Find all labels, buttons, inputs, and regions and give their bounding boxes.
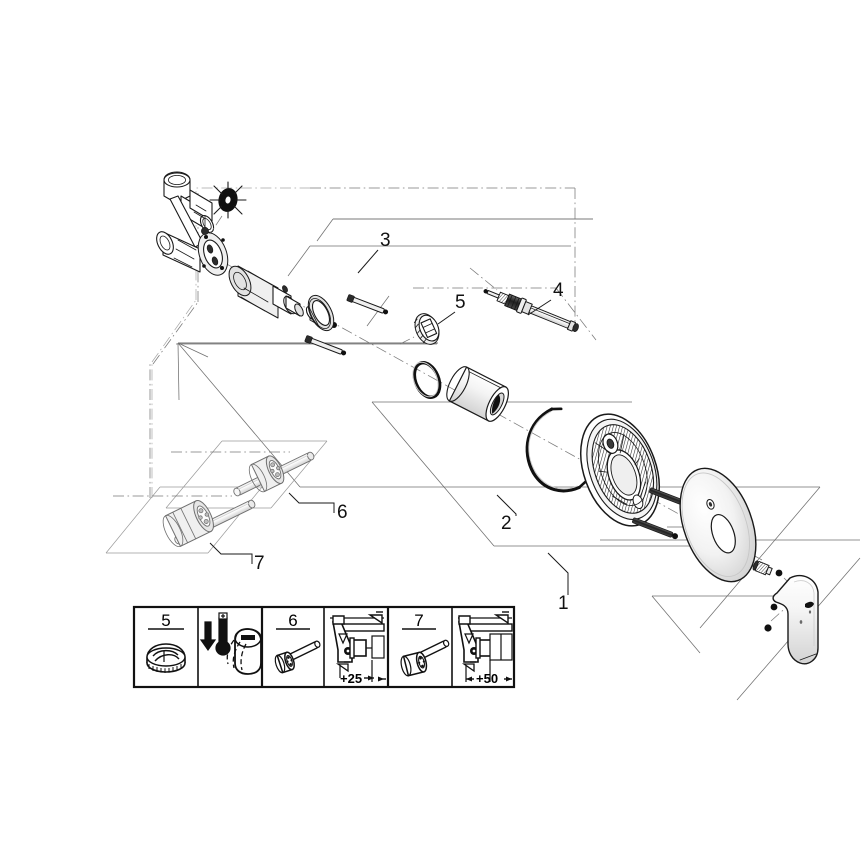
part-lever-handle — [772, 574, 819, 665]
part-extension-kit-25 — [233, 451, 335, 513]
callout-number-2: 2 — [501, 513, 512, 534]
part-grub-screw — [752, 560, 801, 632]
callout-number-5: 5 — [455, 292, 466, 313]
callout-number-6: 6 — [337, 502, 348, 523]
callout-number-3: 3 — [380, 230, 391, 251]
dimension-label-50: +50 — [476, 671, 498, 686]
panel-number-7: 7 — [414, 611, 423, 630]
screwdriver-tool-icon — [209, 181, 247, 235]
part-mounting-rosette — [580, 413, 660, 527]
instruction-strip: 5 6 7 +25 +50 — [132, 605, 516, 689]
part-retaining-ring — [307, 294, 335, 332]
panel-step-6-art — [274, 628, 321, 674]
part-o-ring — [412, 361, 442, 399]
dimension-label-25: +25 — [340, 671, 362, 686]
part-temperature-limiter — [399, 311, 456, 345]
callout-number-7: 7 — [254, 553, 265, 574]
callout-leaders — [496, 494, 569, 595]
part-extension-spindle — [469, 267, 579, 332]
panel-step-7-art — [400, 628, 450, 677]
part-c-clip-spring — [525, 407, 589, 493]
callout-number-1: 1 — [558, 593, 569, 614]
panel-number-5: 5 — [161, 611, 170, 630]
part-fixing-screws — [304, 249, 389, 356]
plane-detail-lines — [176, 218, 593, 345]
part-escutcheon-plate — [679, 467, 757, 583]
part-rough-in-valve-body — [156, 171, 229, 276]
callout-number-4: 4 — [553, 280, 564, 301]
part-sleeve-bush — [446, 366, 509, 422]
panel-install-25-art — [330, 611, 386, 682]
panel-temperature-adjust-art — [199, 612, 262, 675]
panel-number-6: 6 — [288, 611, 297, 630]
part-cartridge-cap-nut — [228, 265, 304, 319]
panel-install-50-art — [458, 611, 513, 682]
panel-step-5-art — [146, 628, 186, 673]
part-extension-kit-50 — [162, 499, 256, 564]
